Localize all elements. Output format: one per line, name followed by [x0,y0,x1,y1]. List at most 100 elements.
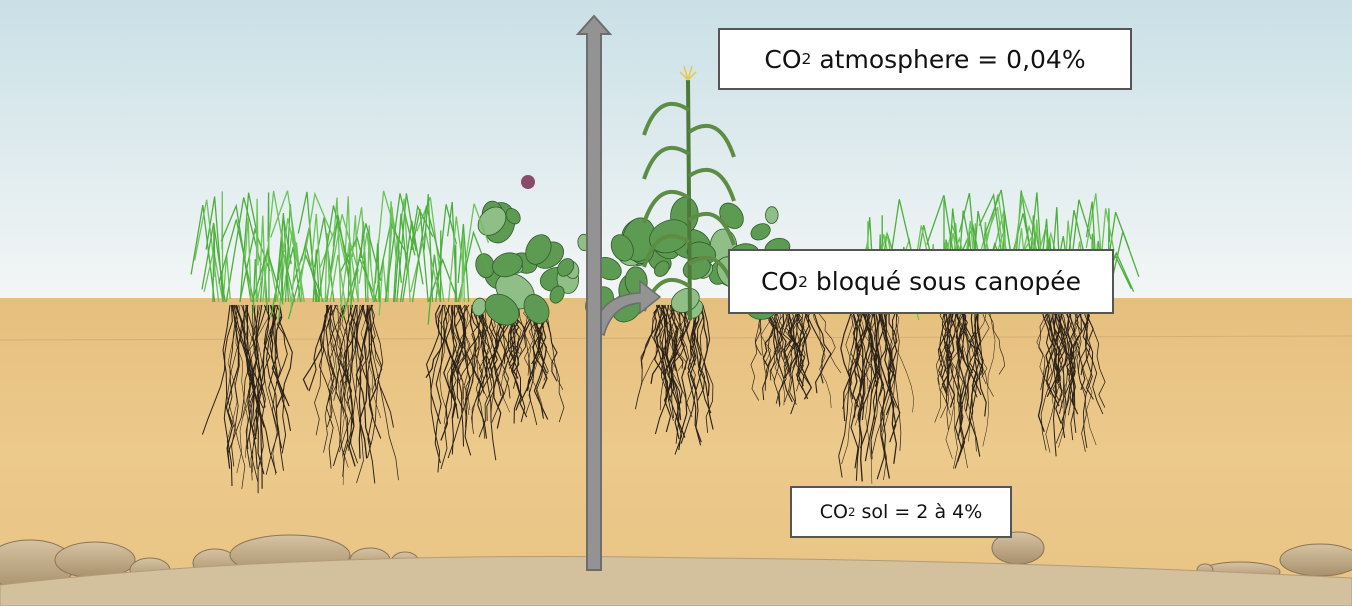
root [766,304,797,405]
root [518,304,531,414]
grass-blade [310,213,323,303]
grass-blade [225,197,262,303]
root [699,304,714,433]
root [542,304,565,423]
root [367,304,384,459]
root [325,304,342,405]
leaf [610,234,634,262]
leaf [750,223,771,241]
co2-formula: CO [764,44,802,74]
grass-blade [439,230,442,303]
grass-blade [281,232,284,303]
root [1085,304,1094,400]
root [971,304,988,378]
root [249,304,261,473]
leaf [549,285,565,304]
root [939,304,967,389]
root [697,304,706,401]
root [1058,304,1082,414]
root [937,304,959,377]
maize-leaf [642,189,691,224]
root [634,304,660,410]
root [450,304,464,411]
root [871,304,895,454]
maize-leaf [687,123,736,158]
root [529,304,544,419]
root [471,304,485,424]
root [941,304,966,379]
root [436,304,455,398]
root [1067,304,1081,404]
root [1037,304,1064,433]
root [668,304,684,419]
root [1053,304,1062,378]
root [1038,304,1051,391]
co2-arrow [575,14,662,571]
root [245,304,276,386]
leaf [477,206,507,236]
root [960,304,977,452]
grass-blade [324,233,330,303]
root [957,304,984,375]
root [691,304,714,430]
grass-blade [447,216,465,303]
grass-blade [190,204,216,303]
root [456,304,466,375]
root [425,304,445,378]
leaf [505,208,521,225]
root [246,305,265,428]
root [1045,304,1062,453]
grass-blade [285,247,302,303]
grass-blade [329,254,347,309]
root [769,304,793,403]
subscript: 2 [801,50,812,68]
root [666,304,675,378]
root [857,304,881,387]
root [678,304,689,451]
root [943,304,956,408]
root [497,304,521,424]
root [778,304,791,379]
grass-blade [423,194,434,303]
root [812,304,842,374]
grass-blade [394,213,408,303]
root [235,304,249,458]
root [511,304,533,411]
root [801,304,811,400]
root [1059,304,1077,433]
root [318,304,333,428]
grass-blade [457,224,470,303]
root [425,304,444,424]
root [253,304,278,475]
leaf [525,234,552,265]
root [650,304,666,385]
root [859,304,871,383]
root [268,304,284,471]
root [661,304,682,404]
root [840,304,855,422]
leaf [765,206,779,224]
label-text: atmosphere = 0,04% [811,44,1086,74]
maize-leaf [642,101,691,136]
root [1054,304,1076,438]
root [939,304,955,419]
leaf [523,294,550,324]
root [367,304,376,484]
grass-blade [459,203,490,303]
root [269,304,283,409]
root [201,304,233,435]
grass-blade [446,201,458,303]
root [764,304,781,391]
root [450,304,461,455]
root [430,304,444,473]
root [858,304,872,396]
grass-blade [193,199,220,303]
root [234,304,266,408]
grass-blade [344,196,353,303]
root [750,304,766,401]
leaf [484,293,520,326]
root [351,304,364,484]
root [958,304,969,469]
root [455,304,472,456]
label-text: bloqué sous canopée [807,267,1082,296]
